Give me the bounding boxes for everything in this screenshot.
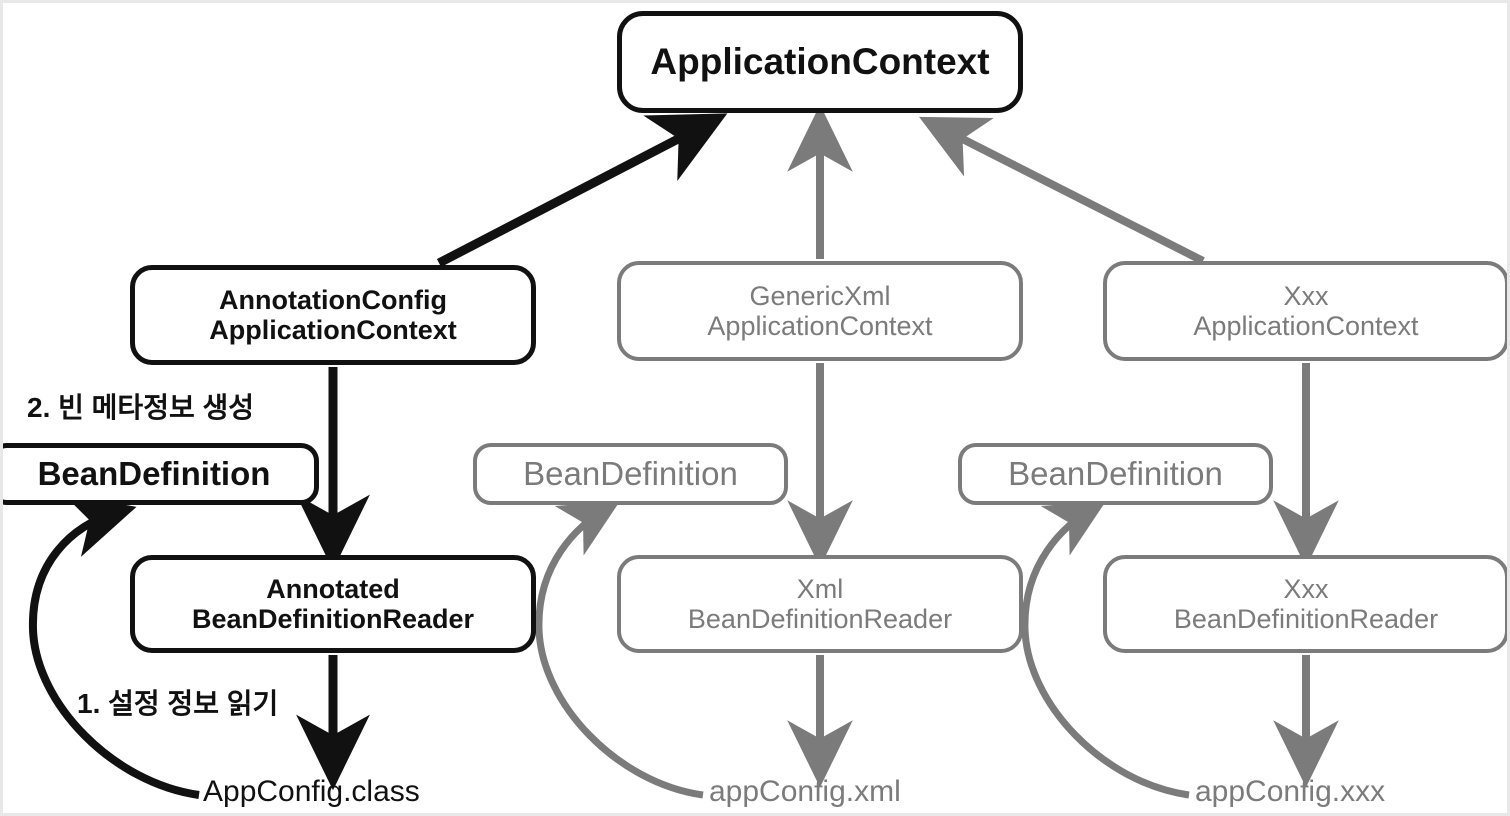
node-annotation-config-line1: AnnotationConfig bbox=[219, 284, 447, 315]
edge-xxx-context-to-application-context bbox=[919, 116, 1205, 265]
edge-app-config-xml-to-bean-definition bbox=[535, 501, 704, 799]
node-application-context[interactable]: ApplicationContext bbox=[617, 11, 1023, 113]
node-annotation-config-line2: ApplicationContext bbox=[209, 315, 457, 345]
node-xml-reader-line2: BeanDefinitionReader bbox=[687, 604, 953, 634]
node-xxx-context-line1: Xxx bbox=[1283, 280, 1329, 311]
label-app-config-class: AppConfig.class bbox=[203, 775, 420, 808]
edge-app-config-xxx-to-bean-definition bbox=[1021, 501, 1190, 799]
node-xxx-application-context[interactable]: Xxx ApplicationContext bbox=[1103, 261, 1507, 361]
node-bean-definition-mid-label: BeanDefinition bbox=[523, 454, 738, 492]
node-application-context-line1: ApplicationContext bbox=[650, 41, 990, 83]
node-annotated-reader-line1: Annotated bbox=[266, 573, 400, 604]
node-generic-xml-application-context[interactable]: GenericXml ApplicationContext bbox=[617, 261, 1023, 361]
edge-app-config-class-to-bean-definition bbox=[28, 493, 200, 799]
node-annotated-bean-definition-reader[interactable]: Annotated BeanDefinitionReader bbox=[130, 555, 536, 653]
edge-annotation-config-to-application-context bbox=[436, 113, 728, 267]
node-xxx-reader-line2: BeanDefinitionReader bbox=[1173, 604, 1439, 634]
node-annotated-reader-line2: BeanDefinitionReader bbox=[191, 604, 475, 634]
node-xml-bean-definition-reader[interactable]: Xml BeanDefinitionReader bbox=[617, 555, 1023, 653]
node-xml-reader-line1: Xml bbox=[796, 573, 844, 604]
node-generic-xml-line2: ApplicationContext bbox=[707, 311, 933, 341]
node-bean-definition-right[interactable]: BeanDefinition bbox=[958, 443, 1273, 505]
node-xxx-bean-definition-reader[interactable]: Xxx BeanDefinitionReader bbox=[1103, 555, 1507, 653]
node-bean-definition-left-label: BeanDefinition bbox=[37, 454, 271, 492]
label-step-1: 1. 설정 정보 읽기 bbox=[77, 688, 279, 719]
label-app-config-xml: appConfig.xml bbox=[709, 775, 901, 808]
node-xxx-reader-line1: Xxx bbox=[1283, 573, 1329, 604]
node-bean-definition-left[interactable]: BeanDefinition bbox=[3, 443, 319, 505]
diagram-edges-layer bbox=[28, 104, 1339, 799]
node-bean-definition-mid[interactable]: BeanDefinition bbox=[473, 443, 788, 505]
node-xxx-context-line2: ApplicationContext bbox=[1193, 311, 1419, 341]
label-app-config-xxx: appConfig.xxx bbox=[1195, 775, 1386, 808]
node-bean-definition-right-label: BeanDefinition bbox=[1008, 454, 1223, 492]
node-generic-xml-line1: GenericXml bbox=[749, 280, 891, 311]
label-step-2: 2. 빈 메타정보 생성 bbox=[27, 392, 255, 423]
node-annotation-config-application-context[interactable]: AnnotationConfig ApplicationContext bbox=[130, 265, 536, 365]
